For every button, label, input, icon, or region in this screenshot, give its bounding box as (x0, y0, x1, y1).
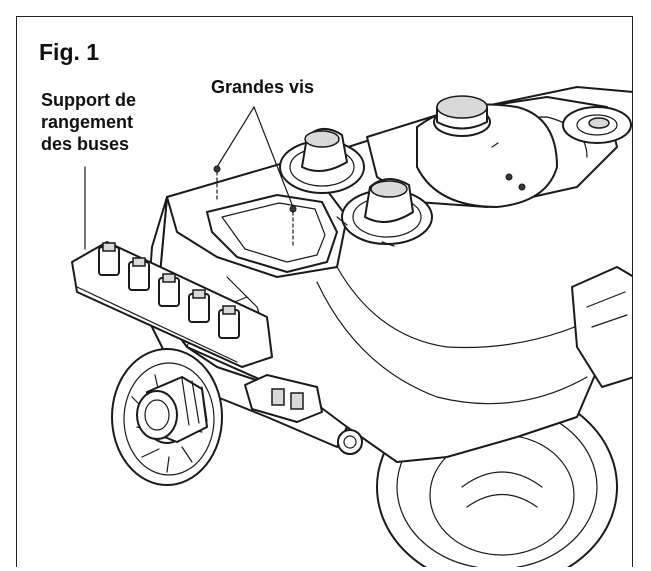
label-nozzle-storage-line-3: des buses (41, 134, 130, 154)
label-large-screws: Grandes vis (211, 77, 315, 97)
nozzle-2 (128, 257, 150, 291)
label-nozzle-storage-line-2: rangement (41, 112, 134, 132)
nozzle-3 (158, 273, 180, 307)
screw-markers (213, 106, 297, 246)
figure-title: Fig. 1 (39, 39, 100, 65)
hose-inlet (136, 376, 208, 443)
dial-right (336, 178, 433, 247)
front-chassis (146, 196, 363, 455)
label-nozzle-storage-line-1: Support de (41, 90, 136, 110)
nozzle-1 (98, 242, 120, 276)
dial-left (279, 128, 365, 194)
nozzle-5 (218, 305, 240, 339)
label-nozzle-storage: Support de rangement des buses (41, 89, 136, 155)
figure-frame: Fig. 1 Support de rangement des buses Gr… (16, 16, 633, 567)
nozzle-4 (188, 289, 210, 323)
pressure-washer-illustration (71, 86, 632, 567)
nozzle-storage-rack (71, 166, 273, 368)
machine-body (156, 86, 632, 463)
